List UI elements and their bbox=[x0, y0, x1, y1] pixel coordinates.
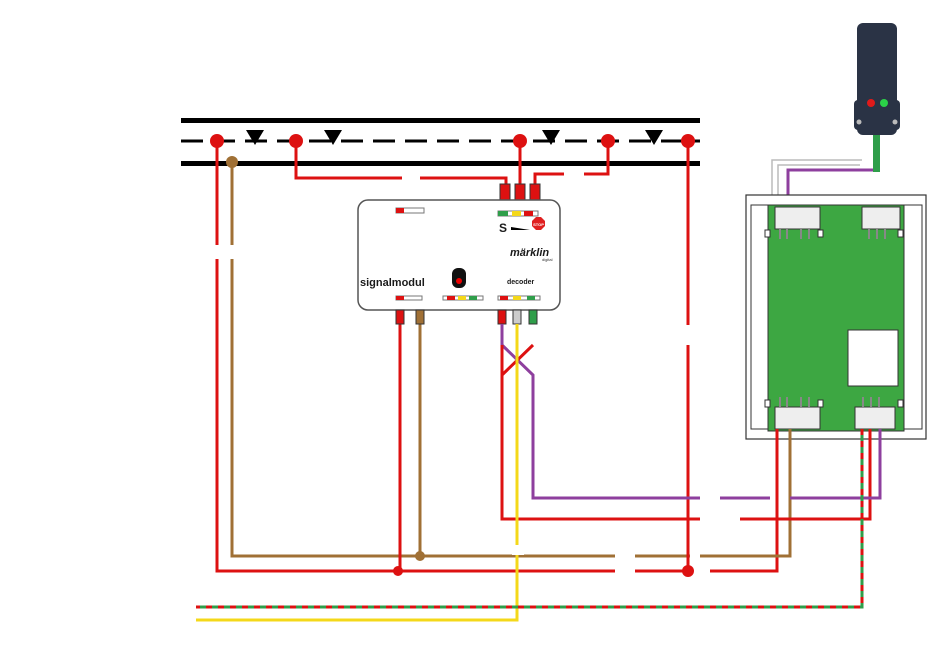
wires-decoder bbox=[196, 324, 770, 620]
s-symbol: S bbox=[499, 221, 507, 235]
decoder-board bbox=[746, 195, 926, 439]
direction-arrow-icon bbox=[246, 130, 663, 145]
signal-lamp-icon bbox=[854, 23, 900, 172]
stop-label: STOP bbox=[533, 222, 544, 227]
signal-module: S STOP märklin digital signalmodul decod… bbox=[358, 184, 560, 324]
brand-sub: digital bbox=[542, 257, 553, 262]
decoder-label: decoder bbox=[507, 279, 535, 286]
track bbox=[181, 118, 700, 166]
wire-gaps-decoder bbox=[512, 545, 524, 555]
wire-gaps-right bbox=[615, 515, 736, 574]
module-name: signalmodul bbox=[360, 277, 425, 289]
